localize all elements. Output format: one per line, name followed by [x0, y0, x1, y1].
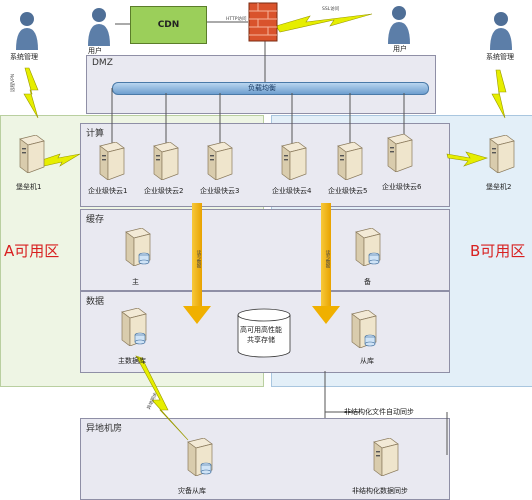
cloud-server-2-label: 企业级快云2: [144, 187, 184, 195]
disaster-slave-label: 灾备从库: [178, 487, 206, 495]
data-title: 数据: [86, 297, 105, 307]
disaster-slave-server-icon[interactable]: [184, 437, 214, 477]
user-left-label: 用户: [88, 47, 102, 55]
user-right-icon: [386, 4, 412, 44]
unstructured-sync-server-icon[interactable]: [370, 437, 400, 477]
cloud-server-3-icon[interactable]: [204, 141, 234, 181]
bastion2-label: 堡垒机2: [486, 183, 512, 191]
read-write-arrow-2: [312, 203, 340, 324]
cache-primary-label: 主: [132, 278, 139, 286]
admin-right-label: 系统管理: [486, 53, 514, 61]
cache-backup-label: 备: [364, 278, 371, 286]
cache-arrow-label-1: 读写数据: [196, 250, 201, 268]
cache-primary-icon[interactable]: [122, 227, 152, 267]
unstructured-sync-label: 非结构化文件自动同步: [344, 408, 414, 416]
admin-left-icon: [14, 10, 40, 50]
bastion1-label: 堡垒机1: [16, 183, 42, 191]
compute-title: 计算: [86, 129, 105, 139]
main-db-server-icon[interactable]: [118, 307, 148, 347]
bastion2-server-icon[interactable]: [486, 134, 516, 174]
cloud-server-4-label: 企业级快云4: [272, 187, 312, 195]
cloud-server-6-icon[interactable]: [384, 133, 414, 173]
unstructured-sync-bottom-label: 非结构化数据同步: [352, 487, 408, 495]
main-db-label: 主数据库: [118, 357, 146, 365]
firewall-icon: [248, 2, 278, 42]
vpn-left-label: 远程VPN: [11, 73, 16, 92]
cloud-server-5-icon[interactable]: [334, 141, 364, 181]
dmz-title: DMZ: [92, 58, 113, 68]
http-access-label: HTTP访问: [226, 17, 247, 22]
admin-right-icon: [488, 10, 514, 50]
read-write-arrow-1: [183, 203, 211, 324]
cloud-server-2-icon[interactable]: [150, 141, 180, 181]
user-left-icon: [86, 6, 112, 46]
load-balancer-label: 负载均衡: [248, 84, 276, 92]
cloud-server-4-icon[interactable]: [278, 141, 308, 181]
slave-db-label: 从库: [360, 357, 374, 365]
cache-arrow-label-2: 读写数据: [325, 250, 330, 268]
user-right-label: 用户: [393, 45, 407, 53]
cloud-server-5-label: 企业级快云5: [328, 187, 368, 195]
cache-backup-icon[interactable]: [352, 227, 382, 267]
cloud-server-1-icon[interactable]: [96, 141, 126, 181]
cloud-server-1-label: 企业级快云1: [88, 187, 128, 195]
slave-db-server-icon[interactable]: [348, 309, 378, 349]
shared-storage-label-2: 共享存储: [247, 336, 275, 344]
shared-storage-label-1: 高可用高性能: [240, 326, 282, 334]
ssl-access-label: SSL访问: [322, 7, 340, 12]
admin-left-label: 系统管理: [10, 53, 38, 61]
cache-title: 缓存: [86, 215, 105, 225]
zone-b-label: B可用区: [470, 242, 526, 260]
shared-storage-icon[interactable]: [236, 308, 292, 358]
offsite-title: 异地机房: [86, 424, 123, 434]
cdn-node[interactable]: CDN: [130, 6, 207, 44]
cloud-server-3-label: 企业级快云3: [200, 187, 240, 195]
cloud-server-6-label: 企业级快云6: [382, 183, 422, 191]
zone-a-label: A可用区: [4, 242, 60, 260]
bastion1-server-icon[interactable]: [16, 134, 46, 174]
